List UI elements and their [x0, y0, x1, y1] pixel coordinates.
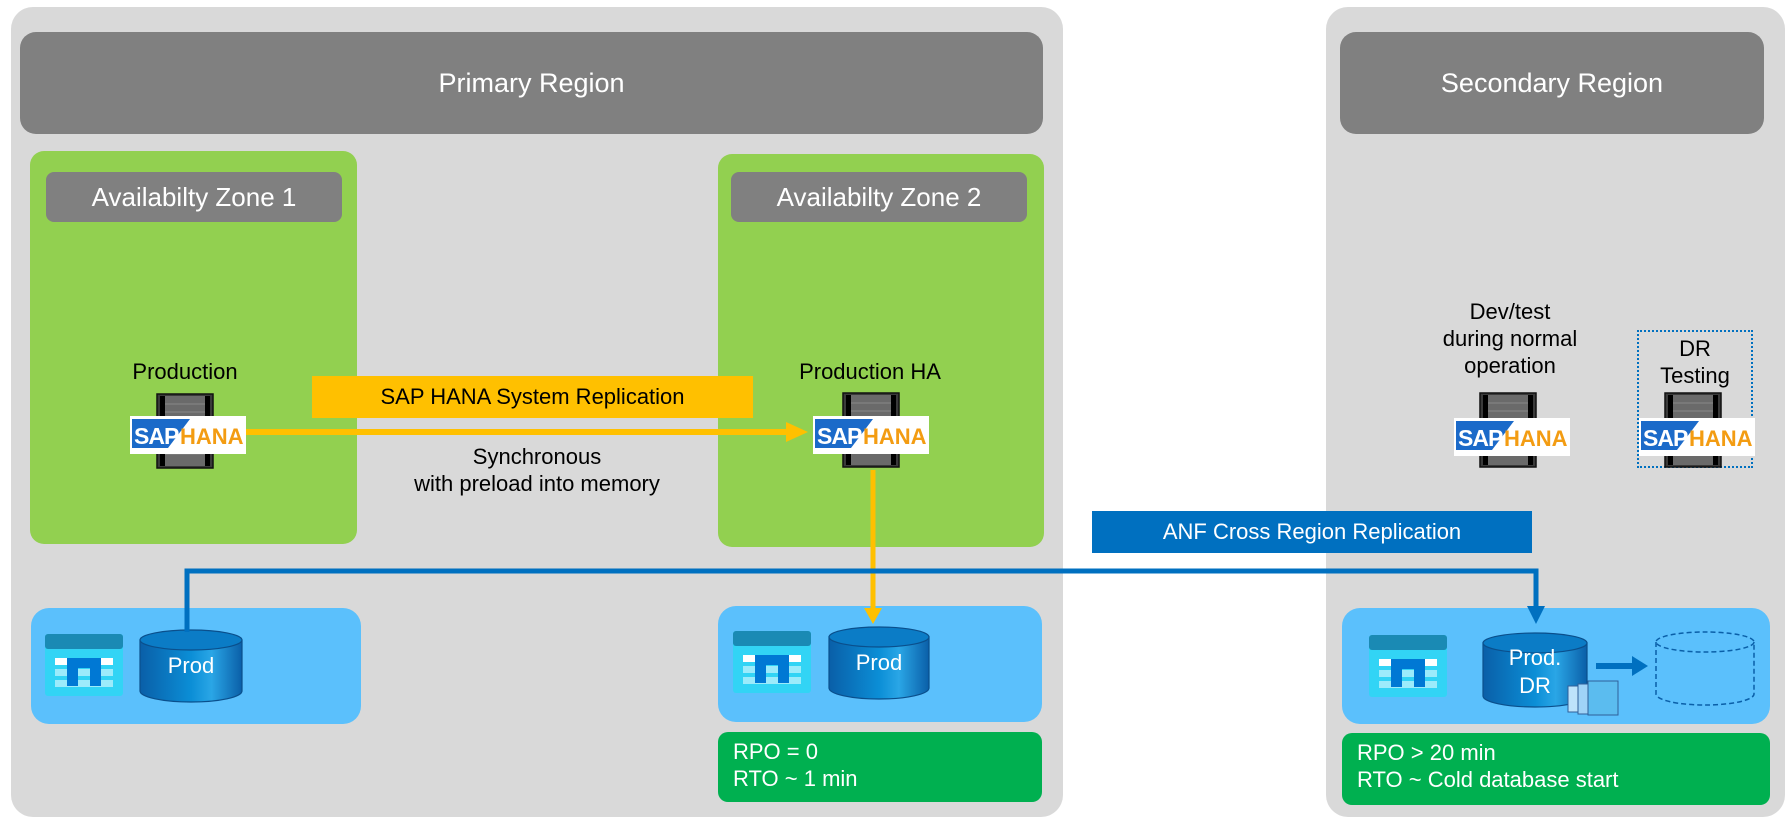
volume-label: Prod. DR [1482, 644, 1588, 700]
anf-crr-arrowhead [1527, 606, 1545, 624]
azure-netapp-files-icon [733, 631, 811, 700]
secondary-rto: RTO ~ Cold database start [1357, 767, 1619, 792]
logo-hana-text: HANA [180, 424, 244, 449]
devtest-line3: operation [1464, 353, 1556, 378]
az1-header: Availabilty Zone 1 [46, 172, 342, 222]
database-volume-icon [828, 626, 930, 700]
secondary-region-header: Secondary Region [1340, 32, 1764, 134]
hsr-mode-line2: with preload into memory [414, 471, 660, 496]
snapshot-icon [1567, 680, 1619, 716]
az1-prod-volume[interactable]: Prod [139, 629, 243, 703]
devtest-label: Dev/test during normal operation [1420, 298, 1600, 379]
production-ha-label: Production HA [799, 359, 941, 384]
anf-icon-graphic [1369, 635, 1447, 697]
logo-sap-text: SAP [817, 423, 862, 449]
drtest-line2: Testing [1660, 363, 1730, 388]
az2-rpo: RPO = 0 [733, 739, 818, 764]
primary-region-header: Primary Region [20, 32, 1043, 134]
az2-rto: RTO ~ 1 min [733, 766, 858, 791]
volume-label-line2: DR [1519, 673, 1551, 698]
logo-sap-text: SAP [1643, 425, 1688, 451]
dr-prod-volume[interactable]: Prod. DR [1482, 632, 1588, 708]
az2-prod-volume[interactable]: Prod [828, 626, 930, 700]
az2-title: Availabilty Zone 2 [776, 181, 982, 212]
logo-hana-text: HANA [1689, 426, 1753, 451]
secondary-metrics-box: RPO > 20 min RTO ~ Cold database start [1342, 733, 1770, 805]
anf-crr-banner: ANF Cross Region Replication [1092, 511, 1532, 553]
azure-netapp-files-icon [1369, 635, 1447, 704]
hsr-banner: SAP HANA System Replication [312, 376, 753, 418]
logo-sap-text: SAP [134, 423, 179, 449]
volume-label: Prod [167, 653, 215, 678]
azure-netapp-files-icon [45, 634, 123, 703]
logo-hana-text: HANA [863, 424, 927, 449]
anf-icon-graphic [733, 631, 811, 693]
database-volume-icon [139, 629, 243, 703]
az2-header: Availabilty Zone 2 [731, 172, 1027, 222]
hsr-mode-text: Synchronous with preload into memory [380, 443, 694, 497]
anf-crr-label: ANF Cross Region Replication [1162, 519, 1462, 544]
hsr-mode-line1: Synchronous [472, 444, 602, 469]
logo-sap-text: SAP [1458, 425, 1503, 451]
database-volume-icon [1482, 632, 1588, 708]
az1-title: Availabilty Zone 1 [91, 181, 297, 212]
dr-clone-volume-icon[interactable] [1654, 630, 1756, 706]
az2-metrics-box: RPO = 0 RTO ~ 1 min [718, 732, 1042, 802]
drtest-line1: DR [1679, 336, 1711, 361]
anf-icon-graphic [45, 634, 123, 696]
devtest-line2: during normal [1442, 326, 1578, 351]
clone-arrow-icon [1596, 656, 1648, 676]
volume-label-line1: Prod. [1508, 645, 1562, 670]
devtest-line1: Dev/test [1469, 299, 1551, 324]
dr-testing-label: DR Testing [1640, 335, 1750, 389]
production-label: Production [132, 359, 238, 384]
hsr-label: SAP HANA System Replication [380, 384, 685, 409]
primary-region-title: Primary Region [438, 67, 625, 98]
secondary-region-title: Secondary Region [1440, 67, 1664, 98]
log-replication-arrowhead [864, 608, 882, 624]
anf-crr-line [184, 568, 1539, 632]
logo-hana-text: HANA [1504, 426, 1568, 451]
secondary-rpo: RPO > 20 min [1357, 740, 1496, 765]
volume-label: Prod [855, 650, 903, 675]
hsr-arrowhead [786, 422, 808, 442]
